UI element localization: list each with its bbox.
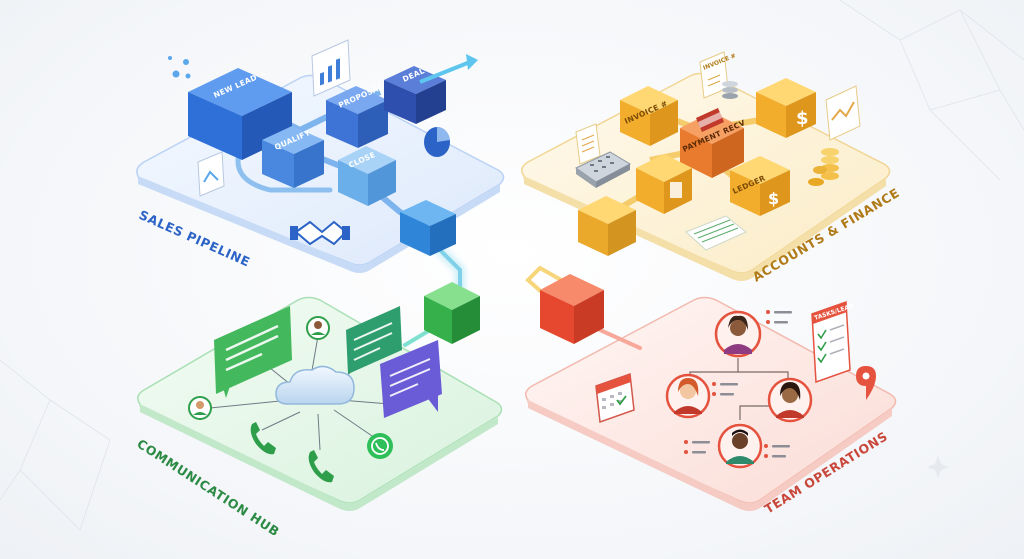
chat-bubble-purple-icon — [380, 340, 442, 418]
whatsapp-icon — [367, 433, 393, 459]
cube-comm-link[interactable] — [424, 282, 480, 344]
cube-new-lead[interactable]: NEW LEAD → — [188, 68, 292, 160]
chat-bubble-green-icon — [214, 306, 292, 398]
cube-ledger[interactable]: LEDGER $ — [730, 156, 790, 216]
ledger-book-icon — [696, 108, 724, 132]
cube-doc[interactable] — [636, 154, 692, 214]
cloud-icon — [275, 365, 355, 405]
center-cubes — [424, 274, 604, 344]
task-list-icon: TASKS/LEAD — [811, 300, 855, 384]
cube-proposal[interactable]: PROPOSAL — [326, 82, 388, 148]
avatar-member-bottom — [717, 423, 763, 469]
bar-chart-doc-icon — [311, 39, 351, 97]
dollar-sign-right: $ — [768, 189, 779, 208]
chat-bubble-teal-icon — [346, 306, 402, 374]
cube-qualify[interactable]: QUALIFY — [262, 126, 324, 188]
pie-chart-icon — [424, 126, 450, 157]
info-dots — [684, 310, 792, 458]
sales-cubes: NEW LEAD → PROPOSAL DEAL QUALIFY CLOSE — [188, 66, 456, 256]
avatar-member-left — [665, 373, 711, 419]
team-ops: TASKS/LEAD — [595, 300, 876, 469]
background-network — [0, 0, 1024, 531]
cube-deal[interactable]: DEAL — [384, 66, 446, 124]
cube-close[interactable]: CLOSE — [338, 146, 396, 206]
coin-pile-icon — [808, 148, 839, 186]
location-pin-icon — [856, 366, 876, 400]
trend-arrow-icon — [419, 54, 478, 84]
comm-hub — [188, 306, 442, 483]
phone-icon-bottom — [308, 450, 334, 483]
cube-dollar-top[interactable]: $ — [756, 78, 816, 138]
droplets-icon — [168, 56, 191, 79]
cube-sales-exit[interactable] — [400, 200, 456, 256]
avatar-lead — [714, 310, 762, 358]
handshake-icon — [290, 220, 350, 246]
dollar-sign-top: $ — [796, 108, 809, 129]
cube-finance-exit[interactable] — [578, 196, 636, 256]
sales-decorations — [168, 39, 478, 246]
calendar-icon — [595, 372, 635, 424]
cube-payment[interactable]: PAYMENT RECV — [680, 112, 747, 178]
phone-icon-left — [250, 422, 276, 455]
document-icon — [575, 123, 601, 165]
avatar-member-right — [767, 377, 813, 423]
cube-team-link[interactable] — [540, 274, 604, 344]
user-avatar-left-icon — [188, 396, 212, 420]
sparkle-icon — [927, 456, 949, 478]
coins-stack-icon — [722, 81, 738, 99]
calculator-icon — [575, 151, 632, 188]
cube-invoice[interactable]: INVOICE # — [620, 86, 678, 146]
line-chart-doc-icon — [825, 85, 861, 141]
spreadsheet-doc-icon — [685, 215, 747, 251]
finance-cubes: INVOICE # PAYMENT RECV $ LEDGER $ — [578, 78, 816, 256]
team-platform — [525, 296, 897, 511]
image-doc-icon — [197, 151, 225, 197]
user-avatar-top-icon — [306, 316, 330, 340]
